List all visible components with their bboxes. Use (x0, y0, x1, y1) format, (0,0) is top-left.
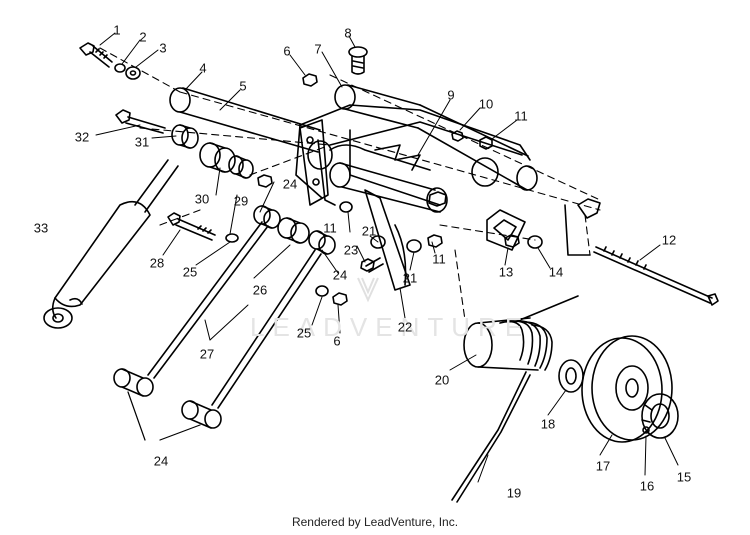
bolt-part-1 (79, 42, 113, 68)
tube-part-5 (169, 87, 321, 153)
bolt-part-32 (115, 109, 166, 134)
nut-part-10 (451, 130, 464, 142)
callout-label: 7 (314, 41, 322, 57)
callout-label: 29 (233, 193, 249, 209)
callout-label: 19 (506, 485, 522, 501)
callout-label: 23 (343, 242, 359, 258)
bushing-part-30 (199, 142, 254, 179)
callout-label: 31 (134, 134, 150, 150)
torsion-spring-part-20 (451, 295, 579, 503)
callout-label: 11 (432, 251, 446, 267)
washer-part-3 (125, 66, 141, 80)
callout-label: 2 (139, 29, 147, 45)
callout-label: 22 (397, 319, 413, 335)
callout-label: 18 (540, 416, 556, 432)
bolt-part-8 (348, 46, 368, 75)
callout-label: 16 (639, 478, 655, 494)
leadventure-logo-mark (357, 277, 379, 303)
nut-part-11-b (427, 234, 443, 248)
link-rod-part-27 (147, 221, 322, 409)
callout-label: 26 (252, 282, 268, 298)
callout-label: 15 (676, 469, 692, 485)
callout-label: 12 (661, 232, 677, 248)
watermark-text: LEADVENTURE (250, 312, 531, 342)
pulley-part-17 (581, 335, 673, 443)
callout-label: 9 (447, 87, 455, 103)
callout-label: 28 (149, 255, 165, 271)
long-bolt-part-12 (593, 246, 719, 306)
nut-part-6-top (302, 73, 318, 87)
callout-label: 30 (194, 191, 210, 207)
callout-label: 17 (595, 458, 611, 474)
washer-part-14 (527, 235, 543, 249)
callout-label: 11 (323, 220, 337, 236)
callout-label: 21 (402, 270, 418, 286)
hub-part-15 (641, 393, 679, 439)
bushing-part-24-mid (308, 230, 336, 255)
callout-label: 11 (514, 108, 528, 124)
nut-part-6-lower (332, 292, 348, 306)
frame-body-part-9 (295, 104, 531, 291)
screw-part-16 (642, 426, 650, 434)
washer-part-11-a (339, 201, 353, 213)
callout-label: 25 (296, 325, 312, 341)
bolt-part-23 (360, 257, 384, 273)
render-credit: Rendered by LeadVenture, Inc. (291, 515, 459, 529)
callout-24-bracket-lines (127, 391, 201, 441)
bolt-part-28 (167, 212, 216, 241)
callout-label: 8 (344, 25, 352, 41)
callout-label: 5 (239, 78, 247, 94)
callout-label: 24 (332, 267, 348, 283)
callout-label: 4 (199, 60, 207, 76)
washer-part-21-b (406, 239, 422, 253)
callout-label: 3 (159, 40, 167, 56)
callout-label: 25 (182, 264, 198, 280)
callout-label: 27 (199, 346, 215, 362)
callout-label: 21 (361, 223, 377, 239)
callout-label: 32 (74, 129, 90, 145)
washer-part-25-lower (315, 285, 329, 297)
callout-label: 1 (113, 22, 121, 38)
bushing-part-24-lower (113, 368, 222, 429)
washer-part-18 (558, 359, 584, 393)
callout-label: 10 (478, 96, 494, 112)
washer-part-25-upper (225, 233, 239, 243)
callout-label: 14 (548, 264, 564, 280)
callout-leaders (95, 32, 679, 483)
callout-label: 24 (153, 453, 169, 469)
nut-part-30b (257, 174, 273, 188)
tube-part-7 (334, 84, 538, 191)
bushing-part-26 (277, 217, 310, 244)
shock-absorber-part-33 (43, 159, 179, 329)
callout-label: 33 (33, 220, 49, 236)
callout-label: 13 (498, 264, 514, 280)
bushing-part-31 (171, 124, 199, 149)
side-bracket (564, 198, 601, 256)
callout-label: 20 (434, 372, 450, 388)
washer-part-21-a (370, 235, 386, 249)
callout-label: 6 (283, 43, 291, 59)
washer-part-2 (114, 63, 126, 73)
nut-part-11-c (479, 136, 493, 150)
bracket-part-13 (486, 209, 526, 251)
bushing-part-29 (253, 205, 281, 229)
callout-label: 6 (333, 333, 341, 349)
callout-label: 24 (282, 176, 298, 192)
